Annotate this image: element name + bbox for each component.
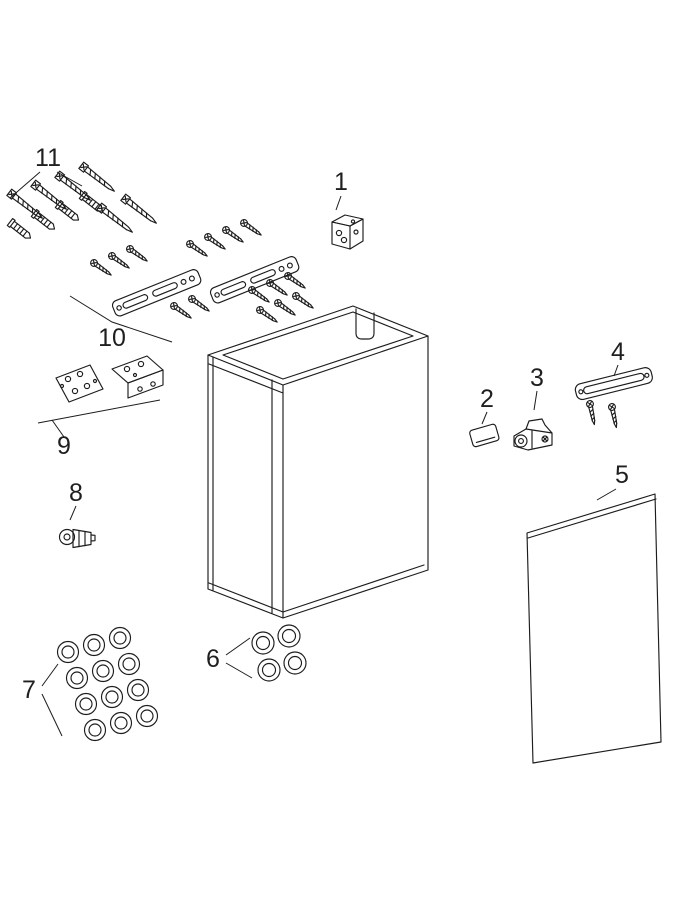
part-11-screws-wall-plugs-drawing: [6, 161, 160, 243]
leader-line-2: [481, 411, 488, 425]
leader-line-7: [41, 663, 63, 737]
part-label-4: 4: [611, 338, 625, 366]
leader-line-8: [69, 505, 77, 521]
part-10-mounting-rails-drawing: [88, 217, 316, 326]
part-7-cover-caps-drawing: [56, 626, 159, 742]
part-label-6: 6: [206, 645, 220, 673]
part-9-angle-brackets-drawing: [55, 355, 164, 403]
part-2-cover-plate-drawing: [469, 423, 500, 448]
part-label-7: 7: [22, 676, 36, 704]
leader-line-10: [69, 295, 173, 343]
leader-line-5: [596, 488, 617, 501]
part-label-3: 3: [530, 364, 544, 392]
part-8-connector-drawing: [58, 528, 96, 549]
part-label-1: 1: [334, 168, 348, 196]
leader-line-4: [613, 364, 619, 377]
part-6-cover-caps-drawing: [251, 624, 307, 682]
part-label-8: 8: [69, 479, 83, 507]
part-5-door-panel-drawing: [526, 493, 662, 764]
leader-line-9: [37, 399, 161, 438]
part-3-door-hinge-drawing: [513, 418, 553, 451]
leader-line-3: [533, 390, 538, 411]
leader-line-6: [225, 637, 253, 679]
part-1-mounting-bracket-drawing: [331, 214, 364, 250]
cabinet-body-drawing: [207, 305, 429, 619]
leader-line-1: [335, 195, 342, 211]
part-label-2: 2: [480, 385, 494, 413]
leader-line-11: [9, 171, 83, 199]
part-label-9: 9: [57, 432, 71, 460]
part-label-11: 11: [35, 144, 61, 172]
part-label-5: 5: [615, 461, 629, 489]
part-label-10: 10: [98, 324, 126, 352]
part-4-fixing-rail-drawing: [574, 367, 653, 429]
